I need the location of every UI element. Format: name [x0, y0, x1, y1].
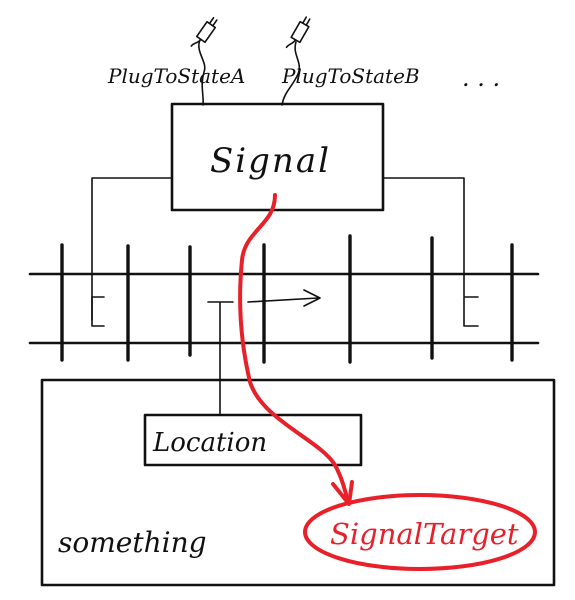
- location-marker: [207, 301, 234, 416]
- plug-b-label: PlugToStateB: [281, 64, 420, 88]
- something-box: [40, 378, 556, 587]
- signal-box: [170, 102, 385, 212]
- signal-target-reference-line: [238, 193, 350, 504]
- direction-arrow: [247, 289, 321, 307]
- plug-icon: [190, 16, 218, 47]
- ellipsis: . . .: [462, 64, 500, 92]
- railway-ties: [60, 234, 514, 364]
- plug-b-cord: [281, 41, 301, 106]
- left-wire: [91, 177, 173, 321]
- right-track-contact: [463, 296, 479, 327]
- signal-label: Signal: [210, 141, 331, 181]
- location-box: [143, 413, 363, 467]
- location-label: Location: [152, 428, 267, 458]
- plug-icon: [285, 16, 311, 49]
- signal-target-label: SignalTarget: [330, 517, 519, 551]
- right-wire: [382, 177, 465, 297]
- left-track-contact: [91, 296, 105, 327]
- plug-a-cord: [198, 39, 206, 106]
- plug-a-label: PlugToStateA: [107, 64, 245, 88]
- signal-target-ellipse: [303, 493, 537, 571]
- something-label: something: [58, 526, 207, 559]
